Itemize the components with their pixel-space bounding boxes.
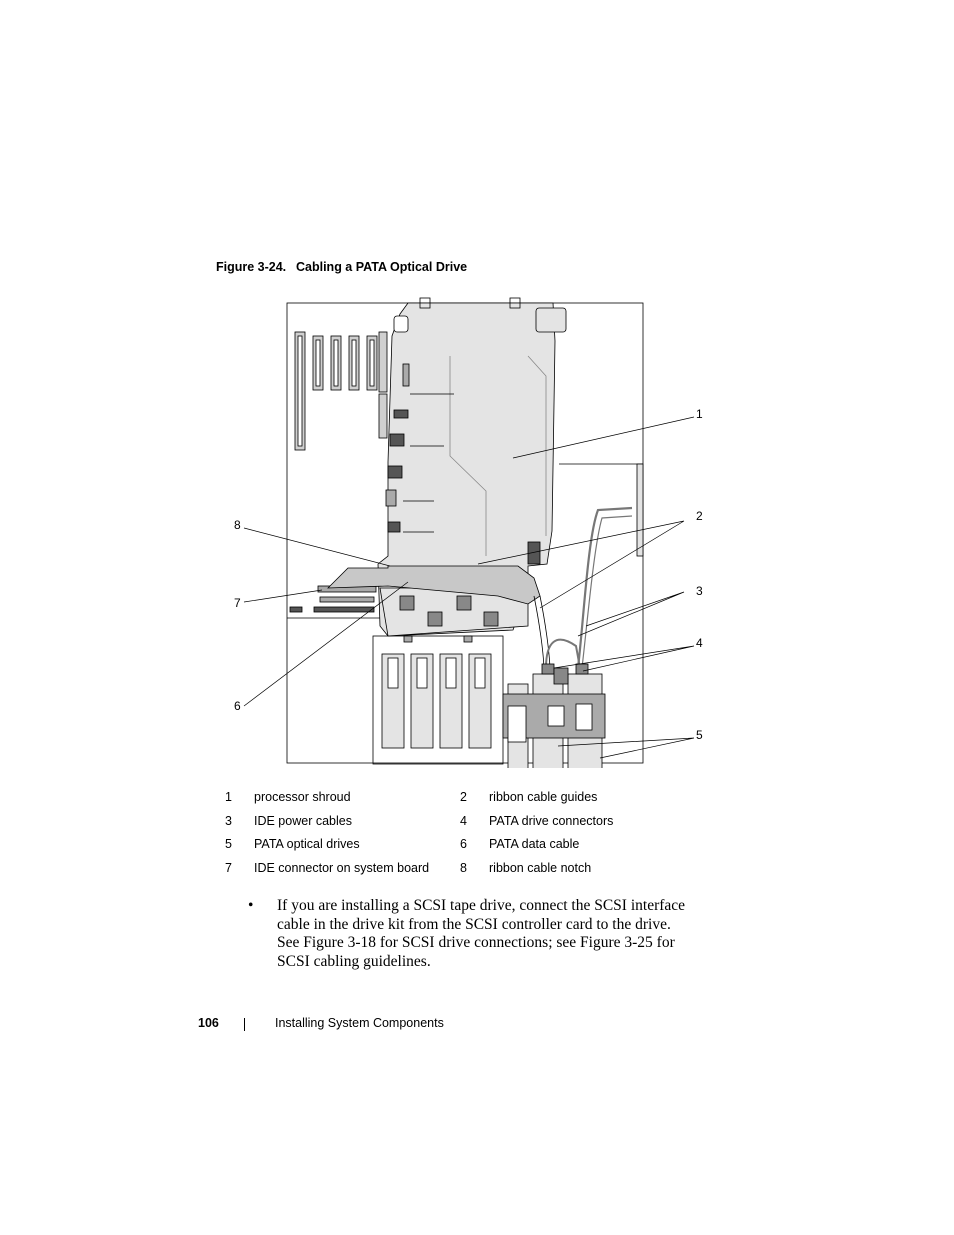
footer-separator <box>244 1018 245 1031</box>
legend-number: 8 <box>460 860 467 875</box>
page-footer: 106 Installing System Components <box>198 1014 444 1031</box>
legend-number: 2 <box>460 790 467 804</box>
bullet-text: If you are installing a SCSI tape drive,… <box>277 897 686 970</box>
figure-caption: Figure 3-24. Cabling a PATA Optical Drive <box>216 260 467 274</box>
legend-row: 7 IDE connector on system board 8 ribbon c… <box>225 861 695 885</box>
legend-number: 7 <box>225 860 232 875</box>
legend-row: 3 IDE power cables 4 PATA drive connectors <box>225 814 695 838</box>
callout-label: 5 <box>696 728 703 742</box>
callout-label: 1 <box>696 407 703 421</box>
cabling-diagram: 1 2 3 4 5 6 7 8 <box>228 296 718 775</box>
figure-title: Cabling a PATA Optical Drive <box>296 260 468 274</box>
figure-number: Figure 3-24. <box>216 260 287 274</box>
callout-legend: 1 processor shroud 2 ribbon cable guides 3… <box>225 790 695 884</box>
callout-label: 4 <box>696 636 703 650</box>
processor-shroud <box>377 302 556 637</box>
callout-label: 8 <box>234 518 241 532</box>
drive-bay <box>410 653 434 749</box>
callout-label: 3 <box>696 584 703 598</box>
callout-label: 6 <box>234 699 241 713</box>
drive-bay <box>439 653 463 749</box>
pata-drive-connector <box>541 663 555 675</box>
section-title: Installing System Components <box>275 1015 444 1030</box>
legend-text: ribbon cable notch <box>489 860 592 875</box>
pata-data-cable <box>327 565 541 605</box>
legend-text: PATA optical drives <box>254 837 360 851</box>
legend-number: 3 <box>225 813 232 828</box>
callout-label: 7 <box>234 596 241 610</box>
drive-bay <box>468 653 492 749</box>
legend-text: PATA data cable <box>489 837 580 851</box>
legend-number: 4 <box>460 813 467 828</box>
legend-row: 1 processor shroud 2 ribbon cable guides <box>225 790 695 814</box>
legend-number: 6 <box>460 837 467 851</box>
legend-number: 1 <box>225 790 232 804</box>
legend-text: IDE connector on system board <box>254 860 430 875</box>
bullet-symbol: • <box>248 897 254 914</box>
drive-bay <box>381 653 405 749</box>
pata-drive-connector <box>575 663 589 675</box>
callout-label: 2 <box>696 509 703 523</box>
legend-row: 5 PATA optical drives 6 PATA data cable <box>225 837 695 861</box>
legend-text: IDE power cables <box>254 813 352 828</box>
legend-text: PATA drive connectors <box>489 813 614 828</box>
legend-number: 5 <box>225 837 232 851</box>
legend-text: ribbon cable guides <box>489 790 598 804</box>
instruction-bullet: • If you are installing a SCSI tape driv… <box>248 897 688 971</box>
legend-text: processor shroud <box>254 790 351 804</box>
page-number: 106 <box>198 1015 219 1030</box>
